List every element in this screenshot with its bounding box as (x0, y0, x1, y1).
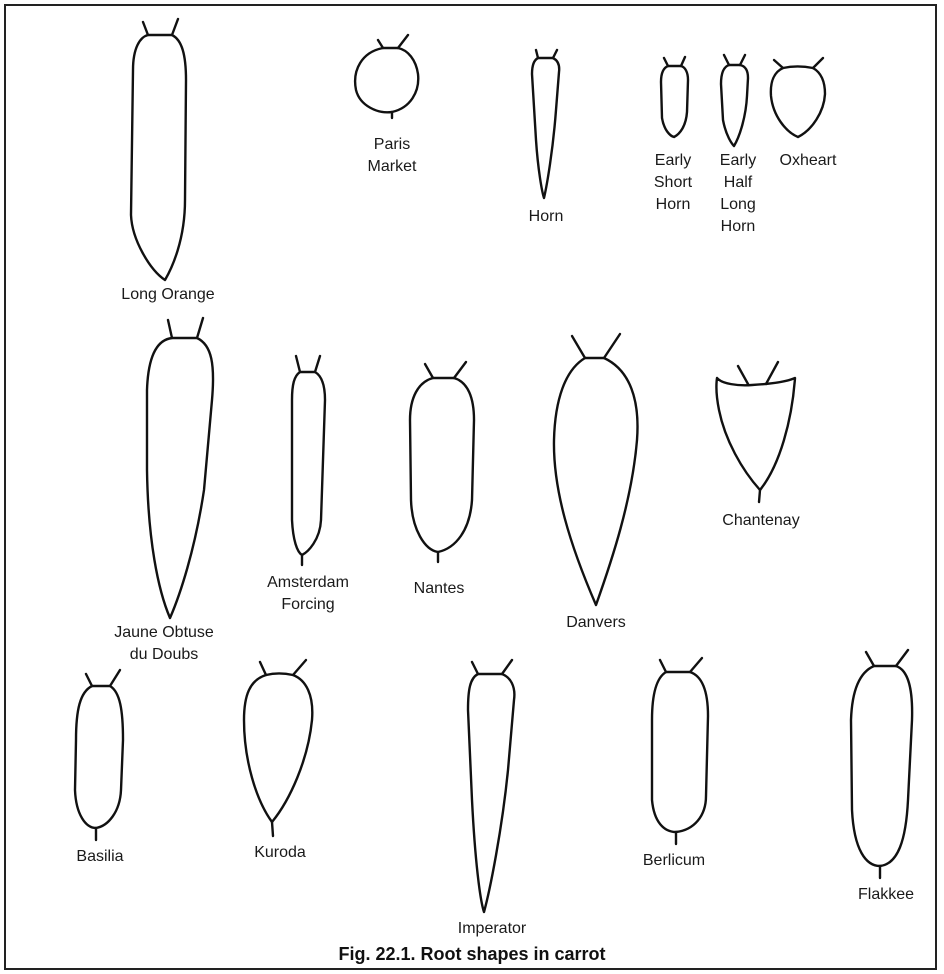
label-danvers: Danvers (566, 612, 626, 634)
root-nantes (410, 362, 474, 562)
label-amsterdam-forcing: Amsterdam Forcing (267, 572, 349, 616)
root-basilia (75, 670, 123, 840)
root-oxheart (771, 58, 825, 137)
root-imperator (468, 660, 514, 912)
label-oxheart: Oxheart (780, 150, 837, 172)
root-amsterdam-forcing (292, 356, 325, 565)
label-early-short-horn: Early Short Horn (654, 150, 692, 216)
root-danvers (554, 334, 638, 605)
root-early-short-horn (661, 57, 688, 137)
root-kuroda (244, 660, 312, 836)
label-chantenay: Chantenay (722, 510, 799, 532)
root-long-orange (131, 19, 186, 280)
label-early-half-long-horn: Early Half Long Horn (720, 150, 756, 238)
label-long-orange: Long Orange (121, 284, 214, 306)
label-nantes: Nantes (414, 578, 465, 600)
label-flakkee: Flakkee (858, 884, 914, 906)
label-paris-market: Paris Market (368, 134, 417, 178)
root-paris-market (355, 35, 418, 118)
label-jaune-obtuse-du-doubs: Jaune Obtuse du Doubs (114, 622, 214, 666)
label-imperator: Imperator (458, 918, 526, 940)
root-jaune-obtuse-du-doubs (147, 318, 213, 618)
label-kuroda: Kuroda (254, 842, 306, 864)
root-flakkee (851, 650, 912, 878)
root-berlicum (652, 658, 708, 844)
label-horn: Horn (529, 206, 564, 228)
root-horn (532, 50, 559, 198)
label-basilia: Basilia (76, 846, 123, 868)
root-early-half-long-horn (721, 55, 748, 146)
label-berlicum: Berlicum (643, 850, 705, 872)
figure-caption: Fig. 22.1. Root shapes in carrot (338, 944, 605, 965)
root-chantenay (716, 362, 795, 502)
